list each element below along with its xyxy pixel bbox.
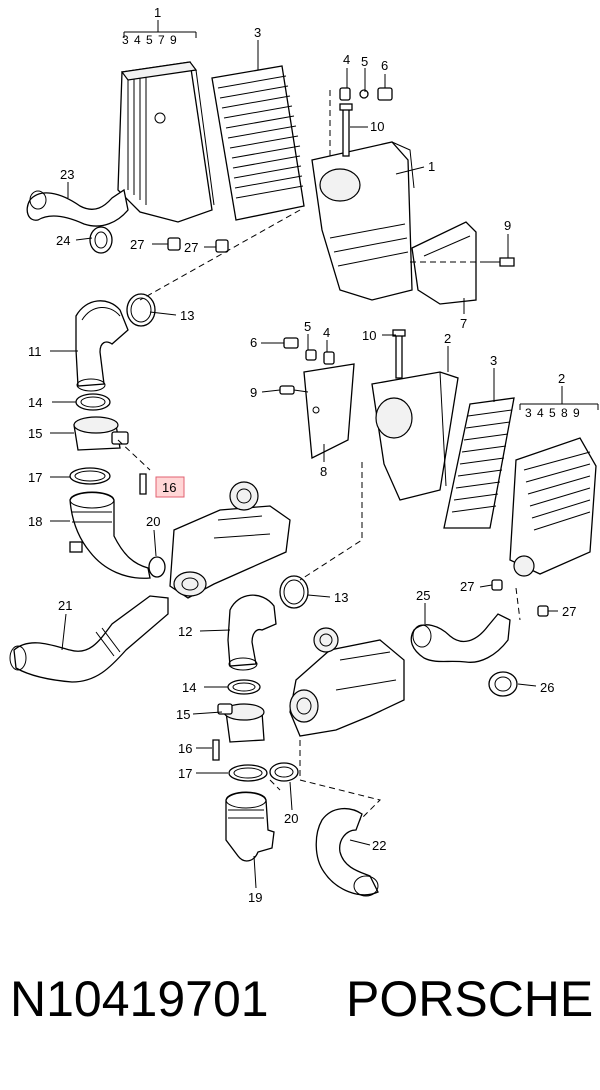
callout-20: 20 [146,514,160,529]
clamp-20-mid [269,762,299,782]
maf-sensor-15-mid [217,703,265,743]
hose-12 [227,594,277,671]
screw-16-left [139,473,185,498]
screw-9-top [480,257,515,267]
callout-16: 16 [178,741,192,756]
callout-14: 14 [28,395,42,410]
callout-12: 12 [178,624,192,639]
callout-7: 7 [460,316,467,331]
turbocharger-right [289,627,405,737]
seal-ring-14-left [75,393,111,411]
callout-26: 26 [540,680,554,695]
callout-15: 15 [176,707,190,722]
callout-23: 23 [60,167,74,182]
screw-9-mid [279,385,309,395]
callout-2: 2 [444,331,451,346]
seal-ring-13-top [126,293,156,327]
seal-26 [488,671,518,697]
callout-2-subparts: 3 4 5 8 9 [525,406,580,420]
fasteners-6-5-4-mid [283,337,335,365]
callout-13: 13 [334,590,348,605]
callout-25: 25 [416,588,430,603]
hose-21 [9,595,169,683]
callout-17: 17 [178,766,192,781]
callout-27: 27 [562,604,576,619]
callout-5: 5 [361,54,368,69]
callout-10: 10 [370,119,384,134]
callout-2: 2 [558,371,565,386]
callout-1: 1 [428,159,435,174]
seal-24 [89,226,113,254]
clamp-17-left [69,467,111,485]
callout-14: 14 [182,680,196,695]
callout-1: 1 [154,5,161,20]
air-filter-housing-left [117,61,215,223]
bracket-8 [303,363,355,460]
callout-27: 27 [130,237,144,252]
callout-24: 24 [56,233,70,248]
callout-4: 4 [323,325,330,340]
callout-3: 3 [254,25,261,40]
callout-17: 17 [28,470,42,485]
callout-13: 13 [180,308,194,323]
maf-sensor-15-left [73,416,129,451]
callout-labels: 1 3 4 5 7 9 3 4 5 6 10 1 23 24 27 27 9 7… [28,5,580,905]
air-filter-element-3-mid [443,397,515,529]
hose-25 [410,613,511,663]
callout-15: 15 [28,426,42,441]
callout-9: 9 [504,218,511,233]
grommets-27-top [167,237,229,253]
pipe-18 [69,491,151,579]
air-filter-element-left [211,65,305,221]
hose-22 [315,808,379,897]
callout-27: 27 [460,579,474,594]
callout-19: 19 [248,890,262,905]
bolt-10-mid [392,329,406,379]
callout-9: 9 [250,385,257,400]
air-filter-housing-2-mid [371,371,459,501]
seal-ring-14-mid [227,679,261,695]
callout-4: 4 [343,52,350,67]
fasteners-4-5-6-top [339,87,393,101]
hose-11 [75,300,129,392]
assembly-guide-lines [117,90,521,821]
leader-lines [50,20,599,889]
callout-8: 8 [320,464,327,479]
clamp-17-mid [228,764,268,782]
callout-1-subparts: 3 4 5 7 9 [122,33,177,47]
callout-6: 6 [381,58,388,73]
seal-ring-13-mid [279,575,309,609]
clamp-20-left [148,556,166,578]
brand-name: PORSCHE [346,971,594,1027]
grommets-27-right [491,579,549,617]
pipe-19 [225,791,275,862]
callout-20: 20 [284,811,298,826]
callout-11: 11 [28,344,42,359]
bolt-10-top [339,103,353,157]
part-number: N10419701 [10,971,269,1027]
callout-6: 6 [250,335,257,350]
callout-16-highlighted: 16 [162,480,176,495]
callout-21: 21 [58,598,72,613]
screw-16-mid [212,739,220,761]
hose-23 [26,188,129,227]
air-filter-housing-2-right [509,437,597,577]
callout-10: 10 [362,328,376,343]
intake-housing-1-right [311,141,415,301]
callout-18: 18 [28,514,42,529]
turbocharger-left [169,481,291,599]
callout-27: 27 [184,240,198,255]
cover-7 [411,221,477,305]
callout-3: 3 [490,353,497,368]
part-caption: N10419701 PORSCHE [0,970,600,1060]
callout-22: 22 [372,838,386,853]
callout-5: 5 [304,319,311,334]
